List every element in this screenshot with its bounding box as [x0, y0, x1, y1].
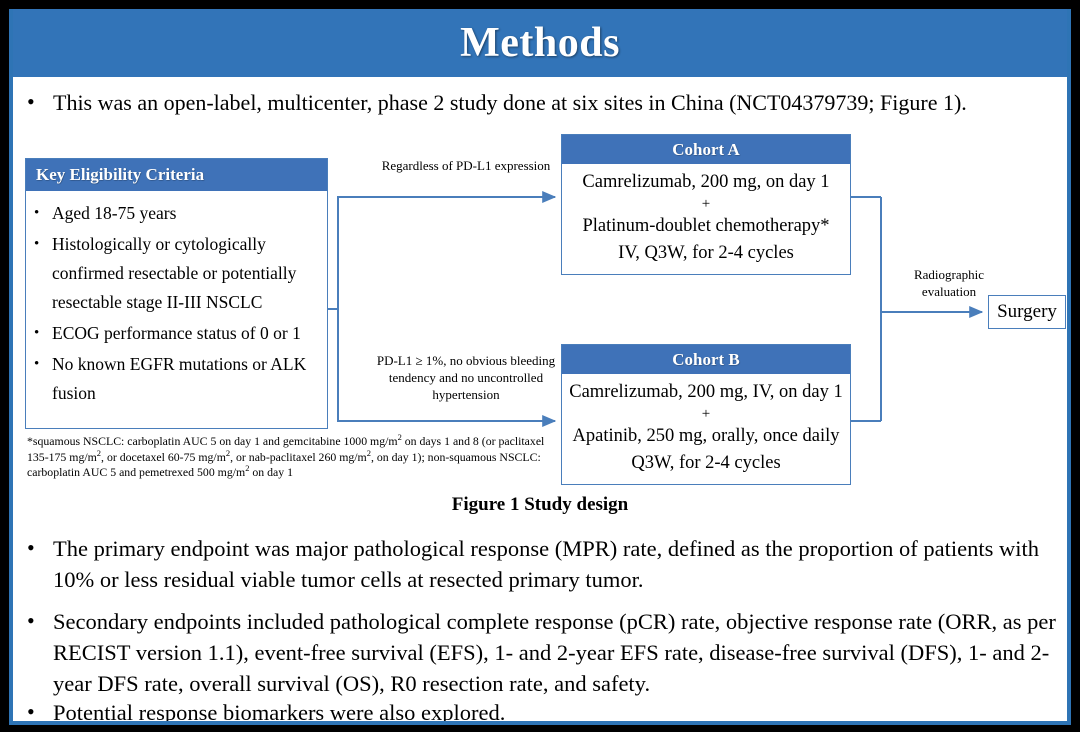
bullet-glyph-icon: • — [27, 535, 35, 560]
list-item-label: No known EGFR mutations or ALK fusion — [52, 354, 307, 403]
cohort-b-plus: + — [701, 406, 711, 422]
list-item: • Histologically or cytologically confir… — [34, 230, 321, 317]
eligibility-criteria-box: Key Eligibility Criteria • Aged 18-75 ye… — [25, 158, 328, 429]
cohort-b-body: Camrelizumab, 200 mg, IV, on day 1 + Apa… — [562, 374, 850, 484]
figure-footnote: *squamous NSCLC: carboplatin AUC 5 on da… — [27, 432, 567, 481]
bullet-glyph-icon: • — [34, 236, 40, 252]
cohort-b-line-3: Q3W, for 2-4 cycles — [631, 453, 781, 473]
cohort-b-header-text: Cohort B — [672, 349, 740, 369]
cohort-a-header: Cohort A — [562, 135, 850, 164]
surgery-label: Surgery — [997, 301, 1057, 322]
footnote-part: , on day 1); non-squamous NSCLC: carbopl… — [27, 449, 541, 480]
slide-canvas: Methods • This was an open-label, multic… — [9, 9, 1071, 725]
endpoint-biomarkers-text: Potential response biomarkers were also … — [53, 700, 506, 725]
footnote-part: on days 1 and 8 (or paclitaxel 135-175 m… — [27, 434, 545, 464]
endpoint-bullet-secondary: • Secondary endpoints included pathologi… — [27, 606, 1057, 699]
figure-caption: Figure 1 Study design — [451, 494, 629, 515]
list-item: • No known EGFR mutations or ALK fusion — [34, 350, 321, 408]
list-item: • Aged 18-75 years — [34, 199, 321, 228]
cohort-b-box: Cohort B Camrelizumab, 200 mg, IV, on da… — [561, 344, 851, 485]
slide-title-bar: Methods — [13, 9, 1067, 77]
endpoint-bullet-biomarkers: • Potential response biomarkers were als… — [27, 697, 1057, 725]
footnote-part: *squamous NSCLC: carboplatin AUC 5 on da… — [27, 434, 398, 448]
intro-bullet: • This was an open-label, multicenter, p… — [27, 87, 1062, 118]
cohort-a-line-2: Platinum-doublet chemotherapy* — [582, 216, 830, 236]
list-item: • ECOG performance status of 0 or 1 — [34, 319, 321, 348]
bullet-glyph-icon: • — [34, 356, 40, 372]
surgery-box: Surgery — [988, 295, 1066, 329]
study-design-figure: Key Eligibility Criteria • Aged 18-75 ye… — [13, 121, 1067, 511]
endpoint-primary-text: The primary endpoint was major pathologi… — [53, 536, 1040, 592]
cohort-a-header-text: Cohort A — [672, 139, 740, 159]
connector-label-pdl1: PD-L1 ≥ 1%, no obvious bleeding tendency… — [376, 353, 556, 402]
intro-bullet-text: This was an open-label, multicenter, pha… — [53, 90, 967, 115]
cohort-b-line-1: Camrelizumab, 200 mg, IV, on day 1 — [569, 382, 843, 402]
bullet-glyph-icon: • — [27, 699, 35, 724]
connector-label-radiographic: Radiographic evaluation — [913, 267, 985, 299]
bullet-glyph-icon: • — [34, 205, 40, 221]
footnote-superscript: 2 — [96, 447, 102, 458]
cohort-a-line-1: Camrelizumab, 200 mg, on day 1 — [582, 172, 830, 192]
eligibility-list: • Aged 18-75 years • Histologically or c… — [26, 191, 327, 408]
footnote-part: , or nab-paclitaxel 260 mg/m — [230, 449, 367, 464]
footnote-superscript: 2 — [397, 432, 402, 443]
bullet-glyph-icon: • — [27, 89, 35, 114]
connector-label-regardless: Regardless of PD-L1 expression — [381, 158, 551, 173]
cohort-b-header: Cohort B — [562, 345, 850, 374]
endpoint-bullet-primary: • The primary endpoint was major patholo… — [27, 533, 1057, 595]
footnote-part: , or docetaxel 60-75 mg/m — [101, 449, 226, 464]
list-item-label: Histologically or cytologically confirme… — [52, 234, 297, 312]
page-title: Methods — [460, 20, 620, 66]
footnote-superscript: 2 — [366, 447, 371, 458]
list-item-label: Aged 18-75 years — [52, 203, 177, 223]
cohort-b-line-2: Apatinib, 250 mg, orally, once daily — [572, 426, 840, 446]
eligibility-header-text: Key Eligibility Criteria — [36, 165, 205, 184]
cohort-a-line-3: IV, Q3W, for 2-4 cycles — [618, 243, 794, 263]
eligibility-header: Key Eligibility Criteria — [26, 159, 327, 191]
cohort-a-box: Cohort A Camrelizumab, 200 mg, on day 1 … — [561, 134, 851, 275]
footnote-superscript: 2 — [245, 463, 250, 474]
cohort-a-body: Camrelizumab, 200 mg, on day 1 + Platinu… — [562, 164, 850, 274]
endpoint-secondary-text: Secondary endpoints included pathologica… — [53, 609, 1056, 696]
bullet-glyph-icon: • — [34, 325, 40, 341]
cohort-a-plus: + — [701, 196, 711, 212]
list-item-label: ECOG performance status of 0 or 1 — [52, 323, 301, 343]
footnote-part: on day 1 — [249, 465, 294, 479]
footnote-superscript: 2 — [225, 447, 231, 458]
bullet-glyph-icon: • — [27, 608, 35, 633]
